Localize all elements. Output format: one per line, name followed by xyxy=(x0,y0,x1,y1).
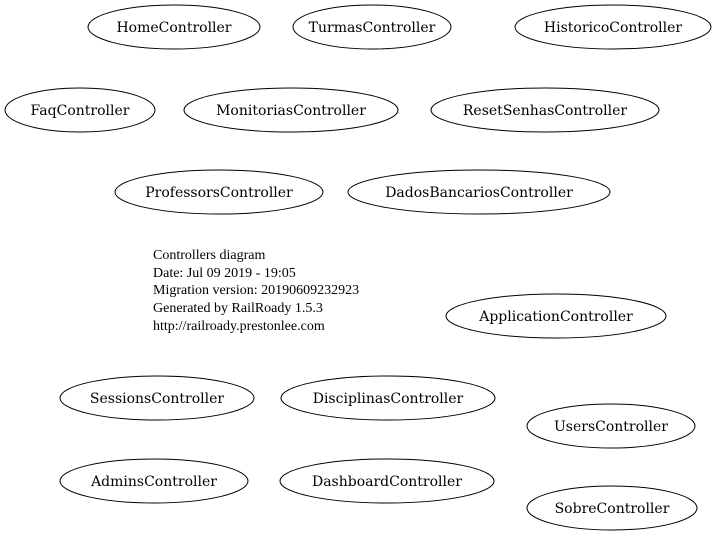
node-dados-bancarios-controller: DadosBancariosController xyxy=(347,169,611,215)
node-reset-senhas-controller: ResetSenhasController xyxy=(430,87,660,133)
node-home-controller: HomeController xyxy=(87,4,261,50)
controller-nodes: HomeController TurmasController HistoricoC… xyxy=(4,4,712,531)
node-label: UsersController xyxy=(554,419,668,435)
node-ellipse xyxy=(445,293,667,339)
node-label: FaqController xyxy=(31,103,130,119)
node-professors-controller: ProfessorsController xyxy=(114,169,324,215)
node-label: ApplicationController xyxy=(478,309,633,325)
node-label: HistoricoController xyxy=(544,20,683,36)
node-sobre-controller: SobreController xyxy=(526,485,698,531)
node-turmas-controller: TurmasController xyxy=(292,4,452,50)
node-label: DisciplinasController xyxy=(313,391,464,407)
node-ellipse xyxy=(59,375,255,421)
node-ellipse xyxy=(347,169,611,215)
node-label: HomeController xyxy=(116,20,231,36)
node-ellipse xyxy=(4,87,156,133)
diagram-info: Controllers diagram Date: Jul 09 2019 - … xyxy=(153,248,359,334)
node-admins-controller: AdminsController xyxy=(59,458,249,504)
node-ellipse xyxy=(526,403,696,449)
node-label: SessionsController xyxy=(90,391,224,407)
info-generator: Generated by RailRoady 1.5.3 xyxy=(153,301,323,316)
node-ellipse xyxy=(292,4,452,50)
node-sessions-controller: SessionsController xyxy=(59,375,255,421)
node-label: MonitoriasController xyxy=(216,103,366,119)
node-ellipse xyxy=(280,375,496,421)
info-title: Controllers diagram xyxy=(153,248,265,263)
info-date: Date: Jul 09 2019 - 19:05 xyxy=(153,266,296,281)
node-ellipse xyxy=(114,169,324,215)
node-ellipse xyxy=(526,485,698,531)
node-users-controller: UsersController xyxy=(526,403,696,449)
node-label: DashboardController xyxy=(312,474,462,490)
node-ellipse xyxy=(279,458,495,504)
node-ellipse xyxy=(183,87,399,133)
node-label: ProfessorsController xyxy=(145,185,293,201)
node-historico-controller: HistoricoController xyxy=(514,4,712,50)
info-migration-version: Migration version: 20190609232923 xyxy=(153,283,359,298)
info-url: http://railroady.prestonlee.com xyxy=(153,319,325,334)
node-label: AdminsController xyxy=(90,474,217,490)
node-monitorias-controller: MonitoriasController xyxy=(183,87,399,133)
node-application-controller: ApplicationController xyxy=(445,293,667,339)
node-dashboard-controller: DashboardController xyxy=(279,458,495,504)
node-ellipse xyxy=(514,4,712,50)
node-label: TurmasController xyxy=(309,20,436,36)
node-label: ResetSenhasController xyxy=(463,103,628,119)
node-label: SobreController xyxy=(555,501,670,517)
node-disciplinas-controller: DisciplinasController xyxy=(280,375,496,421)
node-label: DadosBancariosController xyxy=(385,185,573,201)
node-faq-controller: FaqController xyxy=(4,87,156,133)
node-ellipse xyxy=(59,458,249,504)
node-ellipse xyxy=(430,87,660,133)
node-ellipse xyxy=(87,4,261,50)
